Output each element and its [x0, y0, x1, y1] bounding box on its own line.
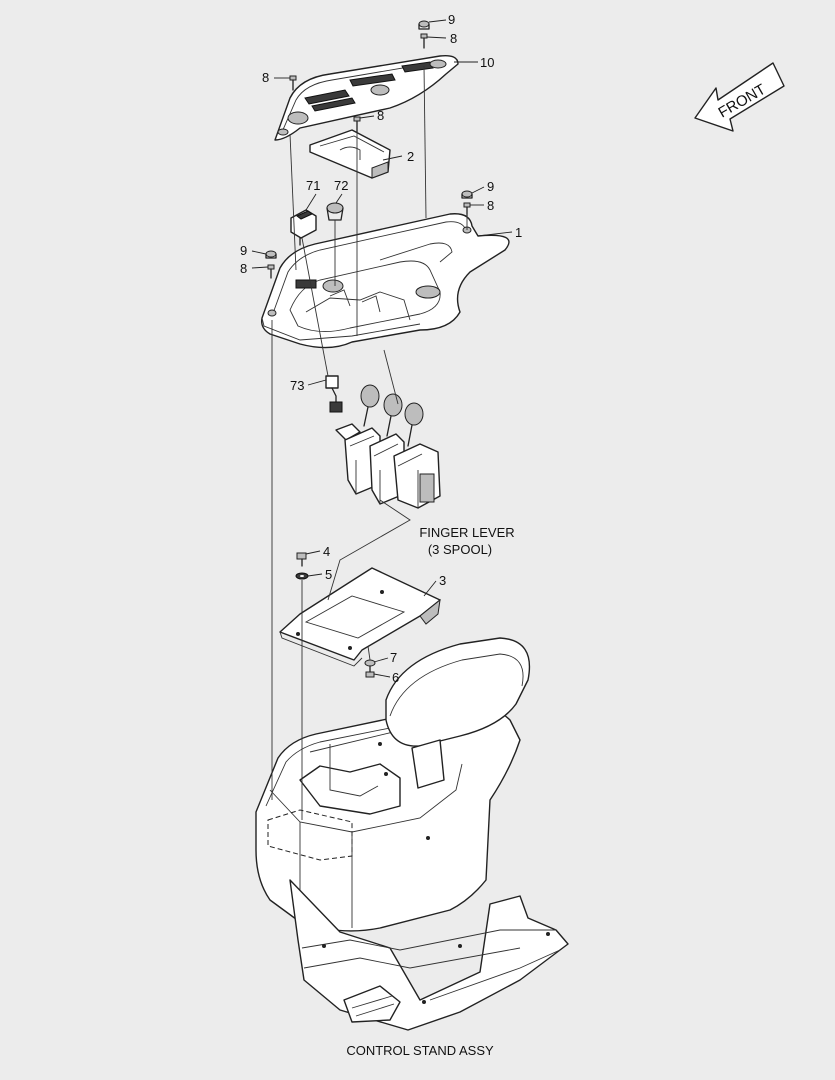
part-72-cap: [326, 202, 344, 221]
screw-9-top: [418, 20, 430, 30]
finger-lever-assembly: [335, 384, 441, 509]
callout-6: 6: [392, 670, 399, 685]
finger-lever-label-line2: (3 SPOOL): [428, 542, 492, 557]
callout-8-right: 8: [487, 198, 494, 213]
callout-leaders: [251, 19, 513, 678]
callout-9-left: 9: [240, 243, 247, 258]
part-5-washer: [295, 572, 309, 580]
callout-7: 7: [390, 650, 397, 665]
callout-8-left: 8: [262, 70, 269, 85]
callout-1: 1: [515, 225, 522, 240]
finger-lever-label-line1: FINGER LEVER: [419, 525, 514, 540]
part-10-top-cover: [274, 54, 459, 141]
callout-72: 72: [334, 178, 348, 193]
part-4-bolt: [296, 552, 307, 567]
part-1-main-cover: [260, 213, 510, 349]
callout-labels: 9 8 10 8 8 2 71 72 9 8 1 9 8 73 4 5 3 7 …: [240, 12, 522, 685]
assembly-caption: CONTROL STAND ASSY: [346, 1043, 494, 1058]
callout-8-left2: 8: [240, 261, 247, 276]
screw-8-left2: [267, 264, 275, 279]
callout-4: 4: [323, 544, 330, 559]
callout-71: 71: [306, 178, 320, 193]
callout-8-top: 8: [450, 31, 457, 46]
screw-9-left: [265, 250, 277, 259]
screw-8-mid: [353, 116, 361, 133]
part-73-connector: [325, 375, 343, 413]
screw-8-top: [420, 33, 428, 49]
part-6-screw: [365, 665, 375, 678]
part-3-bracket-plate: [279, 567, 441, 667]
callout-9-right: 9: [487, 179, 494, 194]
screw-8-left: [289, 75, 297, 91]
assembly-guide-lines: [271, 65, 468, 820]
callout-73: 73: [290, 378, 304, 393]
callout-3: 3: [439, 573, 446, 588]
part-7-washer: [364, 659, 376, 667]
part-2-bracket: [309, 129, 391, 179]
callout-2: 2: [407, 149, 414, 164]
control-stand-housing: [255, 637, 569, 1031]
callout-10: 10: [480, 55, 494, 70]
callout-9-top: 9: [448, 12, 455, 27]
front-direction-arrow: FRONT: [694, 62, 785, 132]
callout-5: 5: [325, 567, 332, 582]
callout-8-mid: 8: [377, 108, 384, 123]
screw-9-right: [461, 190, 473, 199]
